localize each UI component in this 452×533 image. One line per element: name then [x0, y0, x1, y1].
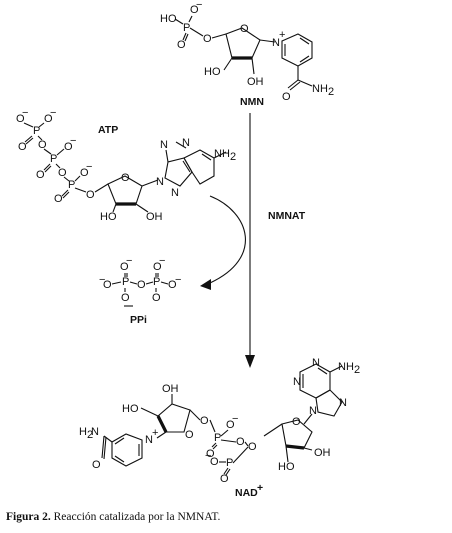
- svg-text:N: N: [91, 426, 99, 438]
- svg-text:O: O: [206, 448, 215, 460]
- svg-text:O: O: [220, 473, 229, 485]
- svg-text:O: O: [86, 189, 95, 201]
- svg-text:O: O: [240, 23, 249, 35]
- svg-text:P: P: [33, 125, 40, 137]
- svg-text:+: +: [279, 29, 285, 41]
- svg-text:O: O: [203, 33, 212, 45]
- svg-text:−: −: [50, 107, 56, 119]
- atp-structure: ATP O− O− P O O O− P O O O− P O O O HO: [16, 107, 236, 223]
- figure-label: Figura 2.: [6, 511, 51, 523]
- svg-text:O: O: [236, 436, 245, 448]
- svg-text:O: O: [226, 419, 235, 431]
- svg-text:N: N: [293, 376, 301, 388]
- svg-text:P: P: [226, 457, 233, 469]
- svg-text:NH: NH: [214, 148, 230, 160]
- svg-text:O: O: [200, 415, 209, 427]
- reaction-arrow: [245, 113, 255, 368]
- svg-text:O: O: [177, 39, 186, 51]
- svg-text:P: P: [153, 276, 160, 288]
- svg-text:O: O: [248, 441, 257, 453]
- nad-structure: N N NH 2 N N O HO OH O O− P O O O O− P O: [79, 357, 360, 499]
- curved-arrow: [200, 195, 246, 290]
- svg-text:P: P: [68, 179, 75, 191]
- svg-text:P: P: [183, 22, 190, 34]
- svg-text:N: N: [160, 139, 168, 151]
- svg-text:O: O: [153, 261, 162, 273]
- ppi-label: PPi: [130, 314, 147, 326]
- svg-text:O: O: [58, 167, 67, 179]
- svg-text:−: −: [205, 450, 211, 462]
- svg-text:−: −: [99, 274, 105, 286]
- svg-text:2: 2: [230, 151, 236, 163]
- svg-text:+: +: [152, 427, 158, 439]
- nmn-structure: HO O − P O O O HO OH N + O NH 2 NMN: [160, 0, 334, 108]
- svg-text:N: N: [171, 187, 179, 199]
- svg-text:O: O: [168, 279, 177, 291]
- svg-text:NH: NH: [312, 83, 328, 95]
- svg-text:−: −: [86, 161, 92, 173]
- svg-text:N: N: [339, 397, 347, 409]
- svg-text:O: O: [185, 429, 194, 441]
- svg-text:OH: OH: [162, 383, 179, 395]
- svg-text:N: N: [145, 434, 153, 446]
- svg-text:O: O: [16, 113, 25, 125]
- svg-text:O: O: [54, 193, 63, 205]
- svg-text:−: −: [159, 255, 165, 267]
- svg-text:O: O: [103, 279, 112, 291]
- enzyme-label: NMNAT: [268, 210, 306, 222]
- svg-text:OH: OH: [314, 447, 331, 459]
- svg-text:O: O: [80, 167, 89, 179]
- svg-text:NH: NH: [338, 361, 354, 373]
- svg-text:H: H: [79, 426, 87, 438]
- svg-text:N: N: [272, 37, 280, 49]
- svg-text:O: O: [190, 4, 199, 16]
- nmn-label: NMN: [240, 96, 264, 108]
- svg-text:HO: HO: [278, 461, 295, 473]
- svg-text:2: 2: [87, 429, 93, 441]
- svg-text:O: O: [18, 141, 27, 153]
- figure-caption: Figura 2. Reacción catalizada por la NMN…: [6, 511, 446, 523]
- svg-text:HO: HO: [100, 211, 117, 223]
- svg-text:N: N: [156, 176, 164, 188]
- svg-text:HO: HO: [122, 403, 139, 415]
- nad-label: NAD: [235, 487, 258, 499]
- svg-text:O: O: [120, 261, 129, 273]
- svg-text:−: −: [196, 0, 202, 11]
- svg-text:O: O: [36, 169, 45, 181]
- svg-text:O: O: [38, 139, 47, 151]
- svg-text:O: O: [121, 172, 130, 184]
- svg-text:−: −: [232, 413, 238, 425]
- svg-text:−: −: [22, 107, 28, 119]
- atp-label: ATP: [98, 124, 118, 136]
- svg-text:P: P: [214, 432, 221, 444]
- svg-text:O: O: [121, 292, 130, 304]
- nad-charge: +: [257, 482, 263, 494]
- svg-text:HO: HO: [204, 66, 221, 78]
- svg-text:HO: HO: [160, 13, 177, 25]
- svg-text:O: O: [92, 459, 101, 471]
- svg-text:O: O: [282, 91, 291, 103]
- svg-text:N: N: [312, 357, 320, 369]
- svg-text:O: O: [137, 279, 146, 291]
- svg-text:O: O: [44, 113, 53, 125]
- svg-text:N: N: [309, 405, 317, 417]
- svg-text:OH: OH: [247, 76, 264, 88]
- svg-text:−: −: [126, 255, 132, 267]
- svg-text:P: P: [50, 153, 57, 165]
- svg-text:O: O: [292, 416, 301, 428]
- figure-caption-text: Reacción catalizada por la NMNAT.: [53, 511, 221, 523]
- svg-text:2: 2: [328, 86, 334, 98]
- svg-text:−: −: [175, 274, 181, 286]
- ppi-structure: O− O− P P O− O O− O O PPi: [99, 255, 181, 326]
- svg-text:−: −: [70, 135, 76, 147]
- svg-text:2: 2: [354, 364, 360, 376]
- svg-text:O: O: [64, 141, 73, 153]
- svg-text:O: O: [152, 292, 161, 304]
- svg-text:N: N: [182, 137, 190, 149]
- svg-text:O: O: [210, 456, 219, 468]
- svg-text:P: P: [122, 276, 129, 288]
- svg-text:OH: OH: [146, 211, 163, 223]
